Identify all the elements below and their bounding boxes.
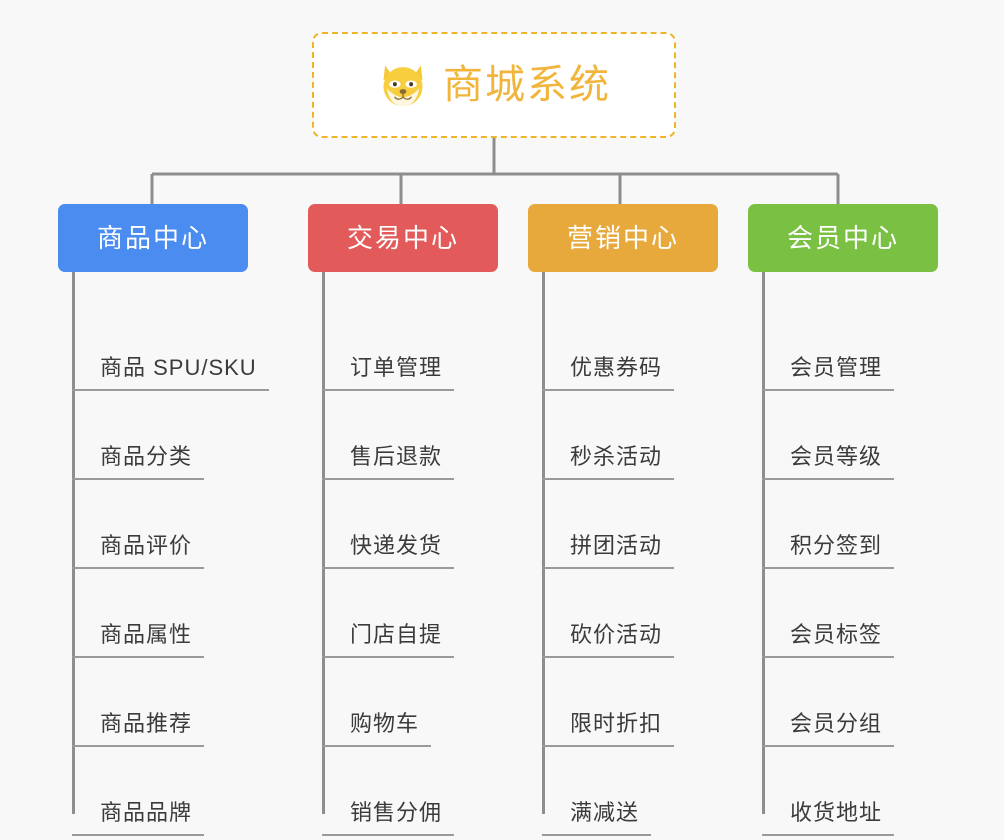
branch-items-1: 商品 SPU/SKU 商品分类 商品评价 商品属性 商品推荐 商品品牌	[58, 272, 269, 836]
leaf-item-label: 商品属性	[88, 624, 205, 658]
leaf-item-label: 商品品牌	[88, 802, 205, 836]
leaf-item[interactable]: 砍价活动	[528, 569, 718, 658]
leaf-connector-stub	[72, 389, 90, 391]
leaf-connector-stub	[542, 656, 560, 658]
leaf-item[interactable]: 快递发货	[308, 480, 498, 569]
leaf-item[interactable]: 满减送	[528, 747, 718, 836]
leaf-item[interactable]: 购物车	[308, 658, 498, 747]
leaf-item[interactable]: 拼团活动	[528, 480, 718, 569]
branch-header-label: 交易中心	[346, 223, 459, 253]
leaf-connector-stub	[322, 745, 340, 747]
leaf-connector-stub	[762, 478, 780, 480]
shiba-dog-face-icon	[383, 65, 423, 108]
leaf-connector-stub	[72, 567, 90, 569]
leaf-connector-stub	[762, 745, 780, 747]
leaf-item[interactable]: 订单管理	[308, 302, 498, 391]
branch-items-2: 订单管理 售后退款 快递发货 门店自提 购物车 销售分佣	[308, 272, 498, 836]
leaf-item[interactable]: 门店自提	[308, 569, 498, 658]
leaf-item[interactable]: 积分签到	[748, 480, 938, 569]
leaf-connector-stub	[542, 834, 560, 836]
leaf-connector-stub	[542, 567, 560, 569]
leaf-connector-stub	[72, 745, 90, 747]
leaf-item-label: 积分签到	[778, 535, 895, 569]
leaf-item-label: 商品 SPU/SKU	[88, 357, 269, 391]
leaf-item[interactable]: 商品评价	[58, 480, 248, 569]
leaf-connector-stub	[72, 834, 90, 836]
leaf-connector-stub	[762, 834, 780, 836]
leaf-item[interactable]: 商品 SPU/SKU	[58, 302, 269, 391]
branch-header-label: 商品中心	[96, 223, 209, 253]
leaf-item-label: 会员标签	[778, 624, 895, 658]
leaf-item-label: 商品评价	[88, 535, 205, 569]
branch-header-2[interactable]: 交易中心	[308, 204, 498, 272]
leaf-connector-stub	[322, 834, 340, 836]
branch-header-1[interactable]: 商品中心	[58, 204, 248, 272]
leaf-item[interactable]: 商品推荐	[58, 658, 248, 747]
branch-header-3[interactable]: 营销中心	[528, 204, 718, 272]
leaf-connector-stub	[762, 567, 780, 569]
leaf-connector-stub	[322, 656, 340, 658]
leaf-item-label: 门店自提	[338, 624, 455, 658]
leaf-item-label: 秒杀活动	[558, 446, 675, 480]
leaf-connector-stub	[542, 389, 560, 391]
leaf-item[interactable]: 商品属性	[58, 569, 248, 658]
branch-column-4: 会员中心 会员管理 会员等级 积分签到 会员标签 会员分组	[748, 204, 938, 836]
leaf-item-label: 会员管理	[778, 357, 895, 391]
leaf-item-label: 订单管理	[338, 357, 455, 391]
leaf-item-label: 满减送	[558, 802, 652, 836]
leaf-item-label: 购物车	[338, 713, 432, 747]
root-node[interactable]: 商城系统	[312, 32, 676, 138]
leaf-item[interactable]: 售后退款	[308, 391, 498, 480]
branch-column-3: 营销中心 优惠券码 秒杀活动 拼团活动 砍价活动 限时折扣	[528, 204, 718, 836]
leaf-item[interactable]: 商品品牌	[58, 747, 248, 836]
root-title: 商城系统	[443, 63, 611, 107]
leaf-item-label: 会员等级	[778, 446, 895, 480]
branch-column-1: 商品中心 商品 SPU/SKU 商品分类 商品评价 商品属性 商品推荐	[58, 204, 269, 836]
leaf-connector-stub	[762, 389, 780, 391]
leaf-item-label: 优惠券码	[558, 357, 675, 391]
leaf-connector-stub	[322, 389, 340, 391]
leaf-item[interactable]: 收货地址	[748, 747, 938, 836]
leaf-item[interactable]: 商品分类	[58, 391, 248, 480]
leaf-connector-stub	[542, 745, 560, 747]
leaf-item-label: 快递发货	[338, 535, 455, 569]
branch-header-label: 营销中心	[566, 223, 679, 253]
leaf-connector-stub	[322, 478, 340, 480]
leaf-connector-stub	[762, 656, 780, 658]
leaf-item[interactable]: 会员标签	[748, 569, 938, 658]
branch-column-2: 交易中心 订单管理 售后退款 快递发货 门店自提 购物车	[308, 204, 498, 836]
leaf-item[interactable]: 会员分组	[748, 658, 938, 747]
leaf-item[interactable]: 会员管理	[748, 302, 938, 391]
root-to-branches-connector	[150, 138, 840, 204]
leaf-item-label: 拼团活动	[558, 535, 675, 569]
leaf-connector-stub	[542, 478, 560, 480]
leaf-connector-stub	[72, 656, 90, 658]
leaf-item-label: 会员分组	[778, 713, 895, 747]
leaf-item[interactable]: 优惠券码	[528, 302, 718, 391]
branch-items-3: 优惠券码 秒杀活动 拼团活动 砍价活动 限时折扣 满减送	[528, 272, 718, 836]
leaf-item[interactable]: 销售分佣	[308, 747, 498, 836]
leaf-item-label: 售后退款	[338, 446, 455, 480]
leaf-item-label: 销售分佣	[338, 802, 455, 836]
leaf-item-label: 收货地址	[778, 802, 895, 836]
branch-items-4: 会员管理 会员等级 积分签到 会员标签 会员分组 收货地址	[748, 272, 938, 836]
leaf-item[interactable]: 秒杀活动	[528, 391, 718, 480]
branch-header-label: 会员中心	[786, 223, 899, 253]
leaf-item-label: 限时折扣	[558, 713, 675, 747]
leaf-item-label: 砍价活动	[558, 624, 675, 658]
branch-header-4[interactable]: 会员中心	[748, 204, 938, 272]
leaf-item-label: 商品分类	[88, 446, 205, 480]
leaf-item[interactable]: 限时折扣	[528, 658, 718, 747]
leaf-connector-stub	[72, 478, 90, 480]
leaf-item[interactable]: 会员等级	[748, 391, 938, 480]
leaf-item-label: 商品推荐	[88, 713, 205, 747]
leaf-connector-stub	[322, 567, 340, 569]
